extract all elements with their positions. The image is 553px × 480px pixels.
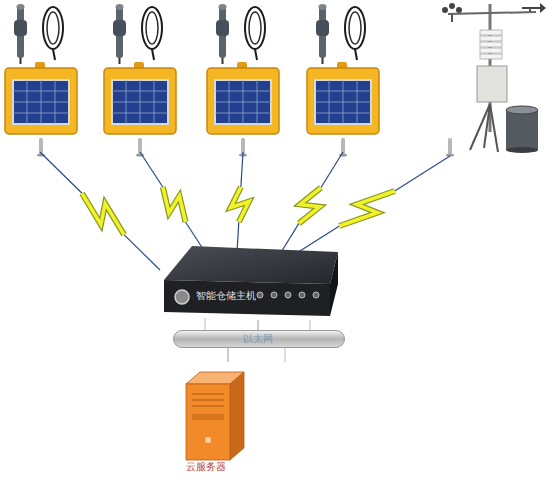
link-line	[280, 223, 299, 254]
host-box-shape	[162, 244, 340, 320]
link-line	[40, 152, 82, 193]
weather-station	[442, 3, 546, 157]
link-line	[237, 222, 239, 252]
cloud-server-shape	[178, 362, 268, 474]
lightning-bolt	[82, 193, 124, 234]
ethernet-label: 以太网	[243, 333, 273, 345]
lightning-bolt	[339, 191, 394, 226]
network-wire	[228, 348, 229, 362]
sensor-unit	[207, 4, 279, 157]
cloud-server: 云服务器	[178, 362, 268, 474]
lightning-bolt	[231, 187, 249, 222]
link-line	[140, 152, 163, 187]
sensor-unit	[307, 4, 379, 157]
server-label: 云服务器	[186, 461, 226, 473]
wireless-link	[292, 156, 450, 256]
lightning-outline	[163, 187, 186, 222]
link-line	[124, 235, 160, 270]
sensor-unit	[5, 4, 77, 157]
network-wire	[258, 320, 259, 330]
host-label: 智能仓储主机	[196, 290, 256, 302]
ethernet-bar: 以太网	[173, 330, 345, 348]
link-line	[241, 152, 243, 187]
host-box: 智能仓储主机	[162, 244, 340, 320]
lightning-outline	[339, 191, 394, 226]
lightning-bolt	[299, 188, 321, 224]
wireless-link	[231, 152, 249, 252]
lightning-outline	[231, 187, 249, 222]
lightning-outline	[82, 193, 124, 234]
sensor-unit	[104, 4, 176, 157]
link-line	[395, 156, 450, 191]
wireless-link	[40, 152, 160, 270]
link-line	[321, 152, 343, 188]
lightning-bolt	[163, 187, 186, 222]
wireless-link	[280, 152, 343, 254]
lightning-outline	[299, 188, 321, 224]
wireless-link	[140, 152, 205, 252]
